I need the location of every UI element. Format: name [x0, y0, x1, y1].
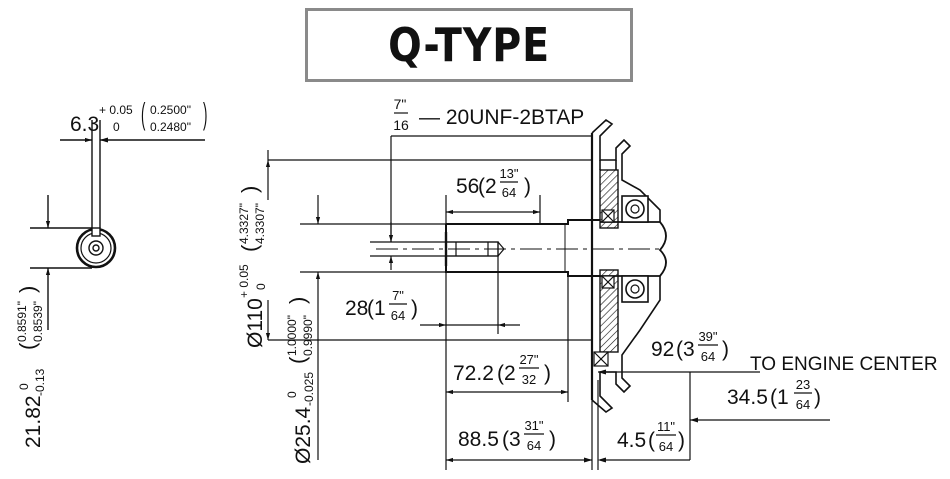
- svg-text:): ): [722, 338, 729, 361]
- shaft-end-view: [30, 120, 205, 330]
- svg-text:11": 11": [657, 419, 675, 434]
- svg-text:(3: (3: [676, 338, 695, 361]
- svg-text:88.5: 88.5: [458, 428, 499, 451]
- dim-dia-110: Ø110 + 0.05 0 ( 4.3327" 4.3307" ): [237, 186, 268, 348]
- key-height-tol-lower: -0.13: [33, 368, 47, 396]
- tap-frac-den: 16: [393, 117, 409, 133]
- svg-text:64: 64: [391, 308, 405, 323]
- key-height-inch-lower: 0.8539": [31, 301, 45, 342]
- svg-text:0.9990": 0.9990": [301, 315, 315, 356]
- d56-main: 56: [456, 175, 479, 198]
- svg-text:92: 92: [651, 338, 674, 361]
- key-width-tol-upper: + 0.05: [99, 103, 133, 117]
- svg-text:13": 13": [499, 166, 518, 181]
- svg-text:): ): [678, 429, 685, 452]
- svg-text:Ø25.4: Ø25.4: [292, 406, 315, 464]
- svg-text:(: (: [285, 356, 310, 364]
- svg-text:64: 64: [701, 349, 715, 364]
- dim-56: 56 (2 13" 64 ): [456, 166, 531, 200]
- shaft-side-view: [376, 219, 667, 277]
- svg-text:64: 64: [796, 397, 810, 412]
- svg-text:): ): [549, 428, 556, 451]
- svg-text:(2: (2: [478, 175, 497, 198]
- dim-88-5: 88.5 (3 31" 64 ): [458, 418, 556, 453]
- svg-text:(: (: [15, 342, 40, 350]
- svg-text:64: 64: [659, 439, 673, 454]
- svg-text:(: (: [141, 98, 145, 132]
- tap-callout: 7" 16 — 20UNF-2BTAP: [393, 96, 584, 133]
- svg-text:): ): [814, 386, 821, 409]
- svg-text:1.0000": 1.0000": [285, 315, 299, 356]
- dim-dia-25-4: Ø25.4 0 -0.025 ( 1.0000" 0.9990" ): [285, 297, 316, 464]
- title-box: Q-TYPE: [305, 8, 633, 82]
- svg-text:31": 31": [524, 418, 543, 433]
- svg-text:39": 39": [698, 329, 717, 344]
- key-height-inch-upper: 0.8591": [15, 301, 29, 342]
- svg-text:7": 7": [392, 288, 404, 303]
- svg-text:): ): [524, 175, 531, 198]
- tap-spec: — 20UNF-2BTAP: [419, 106, 584, 129]
- svg-text:32: 32: [522, 372, 536, 387]
- key-width-tol-lower: 0: [113, 120, 120, 134]
- page-title: Q-TYPE: [388, 18, 550, 72]
- svg-text:64: 64: [527, 438, 541, 453]
- key-height-main: 21.82: [22, 395, 45, 448]
- svg-text:(3: (3: [502, 428, 521, 451]
- svg-text:(2: (2: [497, 362, 516, 385]
- tap-frac-num: 7": [394, 96, 407, 112]
- dim-34-5: 34.5 (1 23 64 ): [727, 377, 821, 412]
- flange-housing: [590, 118, 661, 414]
- key-width-inch-upper: 0.2500": [150, 103, 191, 117]
- svg-text:Ø110: Ø110: [244, 298, 267, 348]
- svg-text:): ): [237, 186, 262, 193]
- key-width-dimension: 6.3 + 0.05 0 ( 0.2500" 0.2480" ): [70, 98, 207, 136]
- svg-text:): ): [15, 286, 40, 293]
- svg-text:): ): [544, 362, 551, 385]
- dimension-lines: [265, 135, 830, 470]
- key-height-tol-upper: 0: [17, 383, 31, 390]
- dim-4-5: 4.5 ( 11" 64 ): [617, 419, 685, 454]
- svg-text:(1: (1: [367, 297, 386, 320]
- svg-text:0: 0: [254, 283, 268, 290]
- svg-text:): ): [411, 297, 418, 320]
- svg-text:): ): [285, 297, 310, 304]
- dim-92: 92 (3 39" 64 ): [651, 329, 729, 364]
- svg-text:(1: (1: [770, 386, 789, 409]
- svg-text:4.5: 4.5: [617, 429, 646, 452]
- dim-28: 28 (1 7" 64 ): [345, 288, 418, 323]
- svg-text:34.5: 34.5: [727, 386, 768, 409]
- key-width-inch-lower: 0.2480": [150, 120, 191, 134]
- svg-text:(: (: [237, 244, 262, 252]
- key-height-dimension: 21.82 0 -0.13 ( 0.8591" 0.8539" ): [15, 286, 47, 448]
- svg-text:4.3327": 4.3327": [237, 203, 251, 244]
- svg-text:72.2: 72.2: [453, 362, 494, 385]
- svg-text:4.3307": 4.3307": [253, 203, 267, 244]
- svg-text:-0.025: -0.025: [302, 372, 316, 406]
- svg-text:(: (: [648, 429, 655, 452]
- svg-text:0: 0: [285, 391, 299, 398]
- svg-text:): ): [203, 98, 207, 132]
- key-width-main: 6.3: [70, 113, 99, 136]
- dim-72-2: 72.2 (2 27" 32 ): [453, 352, 551, 387]
- svg-text:+ 0.05: + 0.05: [237, 264, 251, 298]
- svg-text:23: 23: [796, 377, 810, 392]
- engine-center-label: TO ENGINE CENTER: [750, 354, 938, 375]
- svg-text:28: 28: [345, 297, 368, 320]
- svg-text:64: 64: [502, 185, 516, 200]
- svg-text:27": 27": [519, 352, 538, 367]
